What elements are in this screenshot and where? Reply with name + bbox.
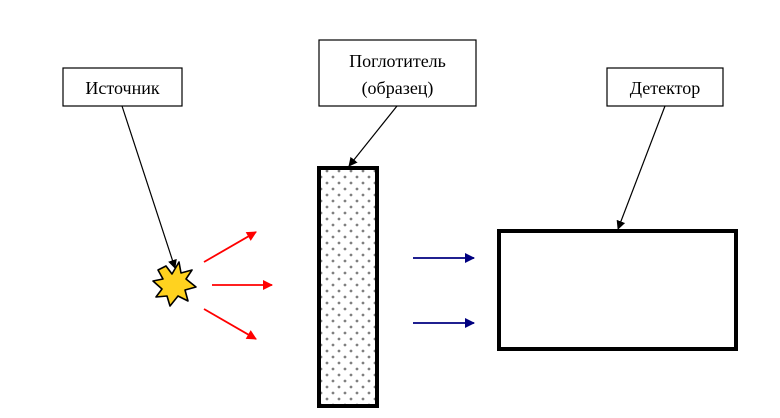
absorber-pointer-line	[348, 105, 398, 167]
detector-pointer-line	[616, 105, 666, 230]
absorber-sample	[317, 166, 379, 408]
incident-ray-upper	[203, 231, 257, 263]
absorber-label-line2: (образец)	[362, 78, 434, 99]
incident-ray-lower	[203, 308, 257, 340]
source-pointer-line	[121, 105, 177, 269]
absorber-label: Поглотитель (образец)	[318, 39, 477, 107]
absorber-label-line1: Поглотитель	[349, 51, 446, 71]
source-label-text: Источник	[85, 78, 159, 98]
detector-label: Детектор	[606, 67, 724, 107]
source-burst-icon	[152, 261, 197, 307]
detector-box	[497, 229, 738, 351]
detector-label-text: Детектор	[630, 78, 700, 98]
source-label: Источник	[62, 67, 183, 107]
